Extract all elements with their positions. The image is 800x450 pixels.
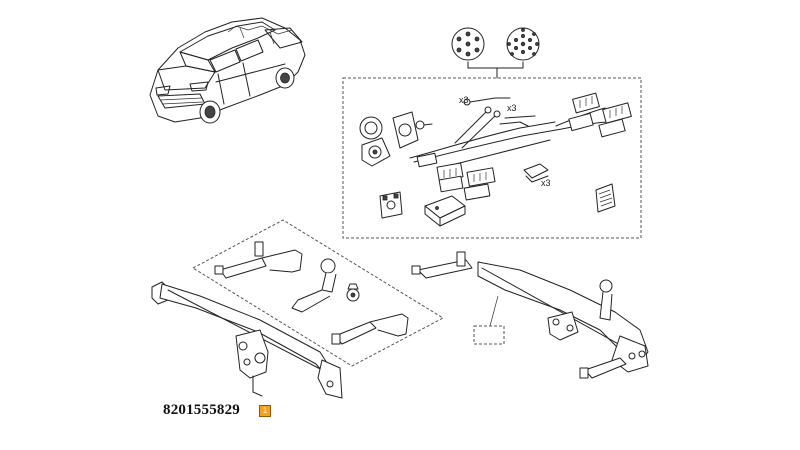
wiring-kit-contents: [359, 92, 632, 227]
hidden-part-outline: [473, 325, 505, 345]
qty-label-bolts: x3: [507, 103, 517, 113]
wiring-kit-outline: [342, 77, 642, 239]
accessory-set-outline: [191, 219, 445, 367]
qty-label-screws: x3: [459, 95, 469, 105]
accessory-set-contents: [214, 241, 409, 345]
fixed-towbar: [151, 281, 343, 399]
socket-7-pin-face: [451, 27, 485, 61]
car-illustration: [149, 17, 306, 124]
socket-13-pin-face: [506, 27, 540, 61]
qty-label-clips: x3: [541, 178, 551, 188]
reference-badge[interactable]: 1: [259, 405, 271, 417]
part-number: 8201555829: [163, 402, 240, 418]
detachable-towbar: [411, 251, 649, 379]
